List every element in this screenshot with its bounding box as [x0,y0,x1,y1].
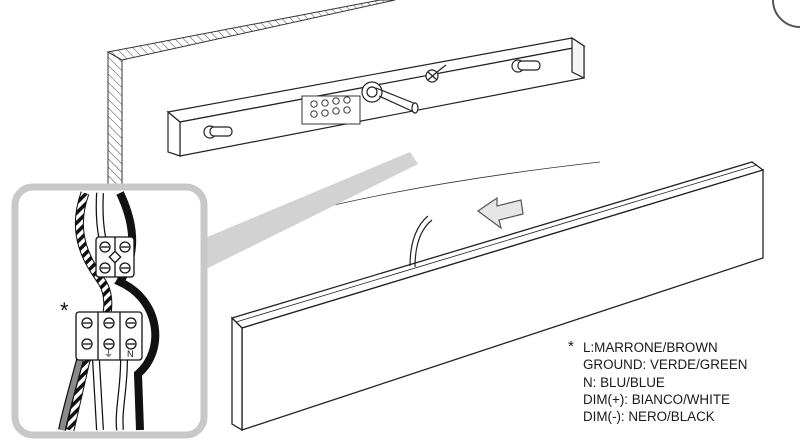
terminal-block-upper [95,236,135,278]
legend-entry-n: N: BLU/BLUE [583,374,665,390]
fixture-body [230,161,765,432]
callout-pointer [200,152,418,272]
legend-entry-ground: GROUND: VERDE/GREEN [583,357,748,373]
legend-entry-dim-minus: DIM(-): NERO/BLACK [583,409,715,425]
terminal-block-small [301,95,361,125]
legend-entry-dim-plus: DIM(+): BIANCO/WHITE [583,391,730,407]
callout-marker: * [60,298,69,323]
cable-gland [361,81,383,103]
screw [425,64,447,83]
keyhole-slot-right [511,59,541,73]
terminal-label-n: N [127,349,134,359]
terminal-block-lower [75,311,143,361]
legend-entry-l: L:MARRONE/BROWN [583,340,718,355]
cable [375,87,419,114]
keyhole-slot-left [203,125,233,139]
legend-list: L:MARRONE/BROWN GROUND: VERDE/GREEN N: B… [568,339,796,425]
arrow-icon [476,196,524,230]
wiring-legend: * L:MARRONE/BROWN GROUND: VERDE/GREEN N:… [568,338,796,425]
terminal-label-ground: ⏚ [104,349,113,360]
legend-marker: * [568,338,574,355]
mounting-bracket [166,36,586,157]
callout-wiring: ⏚ N [58,191,160,432]
fixture-wire [409,215,433,268]
